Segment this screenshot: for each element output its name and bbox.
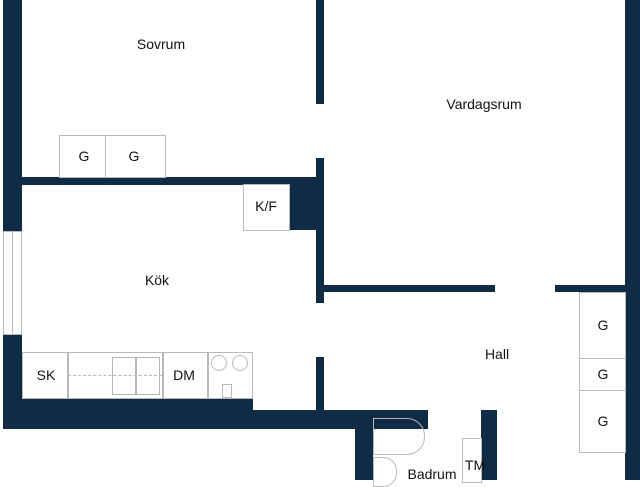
outer-wall-left-top — [3, 0, 22, 231]
bedroom-wardrobe — [59, 135, 106, 178]
room-label-living-room: Vardagsrum — [446, 96, 522, 112]
toilet-icon — [373, 418, 425, 455]
room-label-bathroom: Badrum — [407, 466, 457, 482]
counter-divider — [162, 352, 164, 399]
label-wardrobe: G — [597, 413, 609, 429]
label-fridge-freezer: K/F — [255, 198, 277, 214]
washbasin-icon — [373, 457, 397, 487]
label-dishwasher: DM — [173, 367, 195, 383]
fridge-freezer — [243, 184, 290, 231]
bedroom-living-wall-top — [316, 0, 324, 104]
label-wardrobe: G — [78, 148, 90, 164]
sink-icon — [112, 357, 136, 395]
sink-icon — [136, 357, 160, 395]
kitchen-bottom-wall — [3, 398, 253, 429]
living-bottom-wall-right — [555, 285, 625, 292]
bathroom-right-wall — [481, 410, 497, 480]
stove-hood-icon — [222, 384, 232, 398]
chimney-block — [290, 184, 324, 230]
hall-partition-wall — [316, 357, 324, 412]
hall-wardrobe — [579, 292, 626, 359]
label-wardrobe: G — [597, 317, 609, 333]
bathroom-left-wall — [355, 410, 373, 480]
bedroom-bottom-wall — [22, 177, 322, 185]
hall-wardrobe — [579, 390, 626, 453]
bedroom-living-wall-bottom — [316, 158, 324, 303]
stove-burner-icon — [232, 355, 248, 371]
label-pantry: SK — [36, 367, 56, 383]
room-label-bedroom: Sovrum — [136, 36, 186, 52]
label-wardrobe: G — [128, 148, 140, 164]
kitchen-window — [3, 231, 22, 335]
living-bottom-wall-left — [324, 285, 495, 292]
stove-burner-icon — [211, 355, 227, 371]
label-washing-machine: TM — [464, 457, 486, 473]
outer-wall-right — [625, 0, 640, 480]
room-label-kitchen: Kök — [144, 272, 170, 288]
label-wardrobe: G — [597, 366, 609, 382]
counter-divider — [207, 352, 209, 399]
room-label-hall: Hall — [484, 346, 510, 362]
bedroom-wardrobe — [105, 135, 166, 178]
hall-wardrobe — [579, 358, 626, 391]
counter-dashed-line — [68, 375, 162, 376]
